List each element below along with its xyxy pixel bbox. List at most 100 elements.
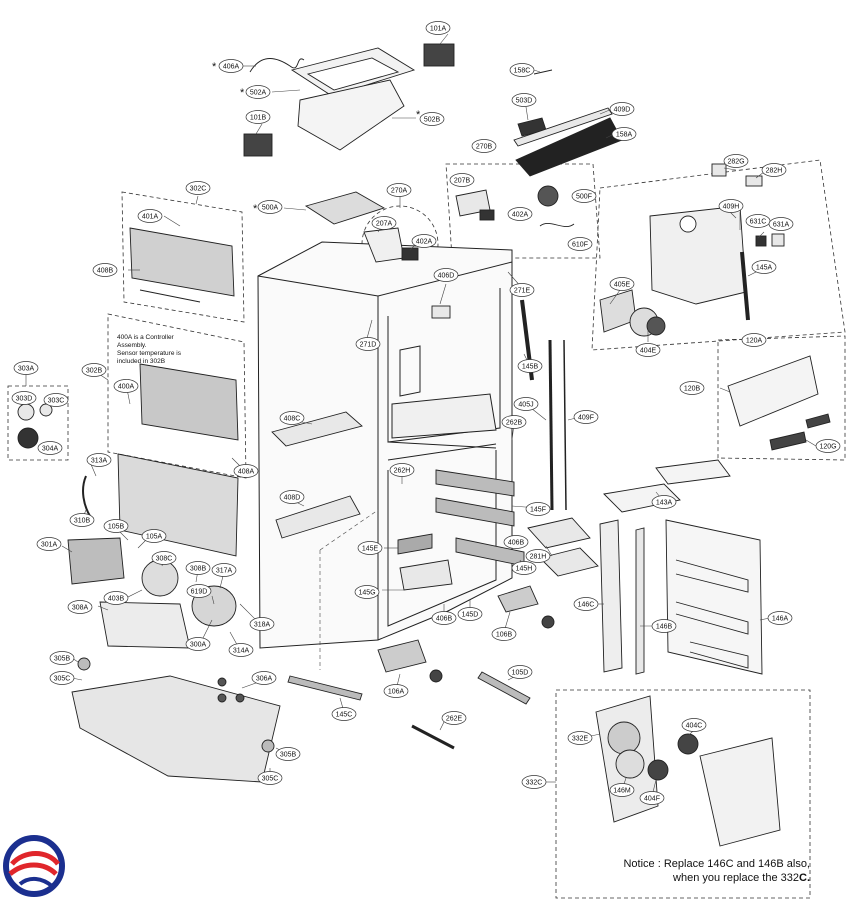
label-bubble — [355, 337, 381, 351]
label-bubble — [573, 597, 599, 611]
label-text: 271D — [360, 342, 377, 349]
label-text: 406B — [436, 616, 453, 623]
part-label-145c: 145C — [331, 707, 357, 721]
part-label-308c: 308C — [151, 551, 177, 565]
part-label-408c: 408C — [279, 411, 305, 425]
controller-note-line-2: Assembly. — [117, 342, 147, 349]
part-label-332e: 332E — [567, 731, 593, 745]
part-label-207a: 207A — [371, 216, 397, 230]
label-text: 405E — [614, 282, 631, 289]
part-label-619d: 619D — [186, 584, 212, 598]
label-text: 158A — [616, 132, 633, 139]
part-label-146c: 146C — [573, 597, 599, 611]
label-bubble — [635, 343, 661, 357]
label-text: 317A — [216, 568, 233, 575]
part-labels: 406A502A502B101A101B158C503D409D158A270B… — [11, 21, 841, 805]
label-text: 282H — [766, 168, 783, 175]
part-label-318a: 318A — [249, 617, 275, 631]
part-label-402a: 402A — [411, 234, 437, 248]
label-bubble — [449, 173, 475, 187]
label-bubble — [357, 541, 383, 555]
part-label-308b: 308B — [185, 561, 211, 575]
part-label-406b_b: 406B — [431, 611, 457, 625]
label-bubble — [228, 643, 254, 657]
label-text: 313A — [91, 458, 108, 465]
label-bubble — [433, 268, 459, 282]
label-text: 146C — [578, 602, 595, 609]
label-bubble — [513, 397, 539, 411]
controller-note-line-4: included in 302B — [117, 358, 165, 365]
cabinet — [257, 241, 513, 649]
part-label-305c_a: 305C — [49, 671, 75, 685]
controller-note-line-1: 400A is a Controller — [117, 334, 175, 341]
label-text: 120G — [819, 444, 836, 451]
part-label-305c_b: 305C — [257, 771, 283, 785]
label-bubble — [501, 415, 527, 429]
label-bubble — [86, 453, 112, 467]
part-label-317a: 317A — [211, 563, 237, 577]
label-bubble — [511, 93, 537, 107]
label-text: 301A — [41, 542, 58, 549]
label-bubble — [186, 584, 212, 598]
part-label-207b: 207B — [449, 173, 475, 187]
label-bubble — [13, 361, 39, 375]
label-bubble — [571, 189, 597, 203]
label-bubble — [751, 260, 777, 274]
label-text: 332E — [572, 736, 589, 743]
label-bubble — [609, 277, 635, 291]
part-label-500a: 500A — [257, 200, 283, 214]
label-text: 400A — [118, 384, 135, 391]
label-text: 402A — [416, 239, 433, 246]
part-label-105d: 105D — [507, 665, 533, 679]
label-bubble — [718, 199, 744, 213]
part-label-631c: 631C — [745, 214, 771, 228]
label-bubble — [761, 163, 787, 177]
label-bubble — [507, 665, 533, 679]
label-bubble — [211, 563, 237, 577]
label-bubble — [279, 411, 305, 425]
part-label-282g: 282G — [723, 154, 749, 168]
label-bubble — [471, 139, 497, 153]
part-label-631a: 631A — [768, 217, 794, 231]
label-bubble — [639, 791, 665, 805]
part-label-302b: 302B — [81, 363, 107, 377]
label-text: 408B — [97, 268, 114, 275]
label-bubble — [383, 684, 409, 698]
label-text: 402A — [512, 212, 529, 219]
part-label-282h: 282H — [761, 163, 787, 177]
label-text: 270A — [391, 188, 408, 195]
label-bubble — [331, 707, 357, 721]
label-bubble — [92, 263, 118, 277]
label-text: 305C — [54, 676, 71, 683]
label-bubble — [723, 154, 749, 168]
part-label-145a: 145A — [751, 260, 777, 274]
label-text: 207B — [454, 178, 471, 185]
label-text: 262H — [394, 468, 411, 475]
part-label-300a: 300A — [185, 637, 211, 651]
part-label-404e: 404E — [635, 343, 661, 357]
label-text: 302B — [86, 368, 103, 375]
part-label-271e: 271E — [509, 283, 535, 297]
label-text: 101B — [250, 115, 267, 122]
label-bubble — [521, 775, 547, 789]
label-bubble — [567, 237, 593, 251]
asterisk-406a: * — [212, 61, 217, 73]
notice-line-2-bold: C. — [799, 872, 810, 884]
label-text: 271E — [514, 288, 531, 295]
label-bubble — [275, 747, 301, 761]
label-text: 404C — [686, 723, 703, 730]
label-text: 332C — [526, 780, 543, 787]
label-bubble — [511, 561, 537, 575]
label-bubble — [815, 439, 841, 453]
label-bubble — [389, 463, 415, 477]
label-bubble — [141, 529, 167, 543]
part-label-106b: 106B — [491, 627, 517, 641]
label-bubble — [651, 495, 677, 509]
part-label-409f: 409F — [573, 410, 599, 424]
label-text: 145C — [336, 712, 353, 719]
label-bubble — [768, 217, 794, 231]
label-text: 302C — [190, 186, 207, 193]
part-label-406a: 406A — [218, 59, 244, 73]
label-text: 207A — [376, 221, 393, 228]
part-label-409h: 409H — [718, 199, 744, 213]
